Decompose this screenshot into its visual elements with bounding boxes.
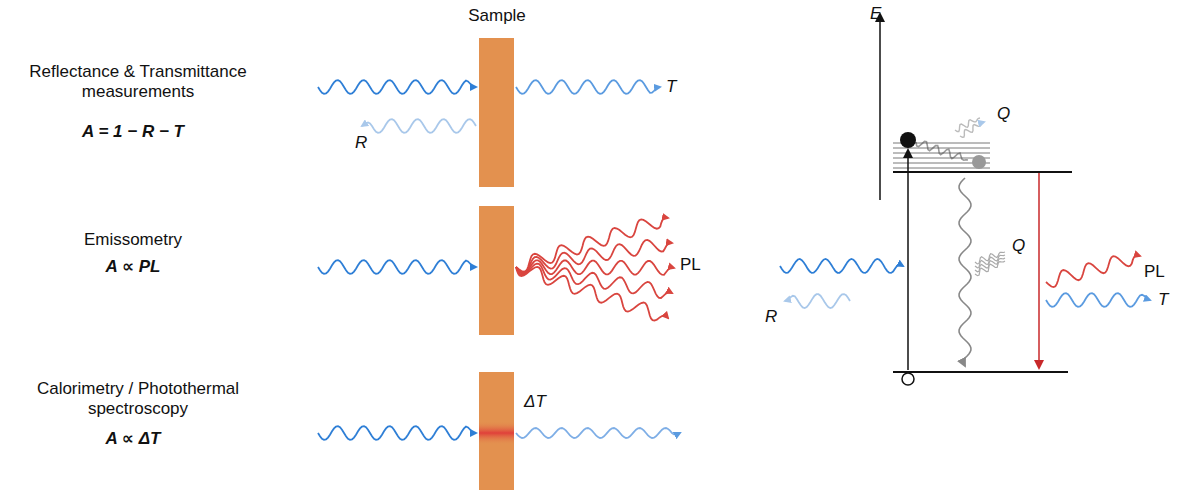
light-wave bbox=[916, 141, 968, 160]
heat-label: Q bbox=[1012, 236, 1025, 256]
light-wave bbox=[318, 260, 476, 274]
wave-label: R bbox=[355, 133, 367, 153]
light-wave bbox=[1046, 293, 1150, 307]
wave-label: PL bbox=[1144, 262, 1165, 282]
sample-label: Sample bbox=[468, 6, 526, 26]
light-wave bbox=[975, 261, 1005, 276]
light-wave bbox=[1046, 255, 1140, 287]
wave-label: PL bbox=[680, 255, 701, 275]
light-wave bbox=[959, 178, 971, 366]
wave-label: ΔT bbox=[524, 392, 546, 412]
light-wave bbox=[318, 80, 476, 94]
light-wave bbox=[960, 122, 984, 137]
wave-label: T bbox=[666, 77, 676, 97]
light-wave bbox=[516, 267, 668, 321]
light-wave bbox=[362, 119, 476, 133]
wave-label: T bbox=[1158, 290, 1168, 310]
formula: A = 1 − R − T bbox=[82, 122, 184, 142]
formula: A ∝ ΔT bbox=[106, 429, 161, 449]
light-wave bbox=[516, 80, 660, 94]
method-name: Calorimetry / Photothermal spectroscopy bbox=[3, 379, 273, 420]
light-wave bbox=[318, 426, 476, 440]
method-name: Reflectance & Transmittance measurements bbox=[3, 62, 273, 103]
light-wave bbox=[780, 259, 903, 273]
formula: A ∝ PL bbox=[106, 257, 161, 277]
light-wave bbox=[516, 428, 680, 438]
axis-label: E bbox=[870, 4, 881, 24]
wave-label: R bbox=[765, 307, 777, 327]
light-wave bbox=[785, 294, 850, 308]
method-name: Emissometry bbox=[84, 230, 182, 250]
heat-label: Q bbox=[997, 104, 1010, 124]
